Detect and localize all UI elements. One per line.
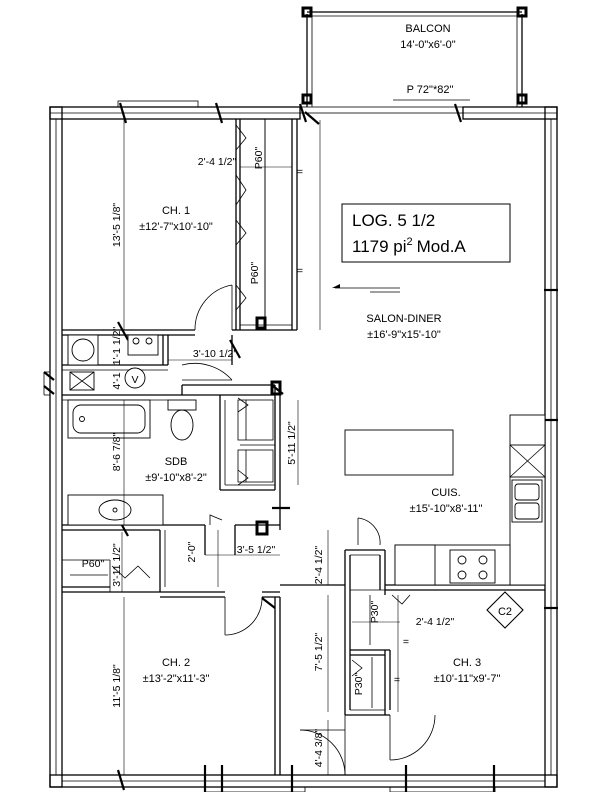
balcony-door-label: P 72"*82"	[407, 84, 454, 96]
section-tag: C2	[486, 591, 524, 629]
room-ch1-size: ±12'-7"x10'-10"	[139, 221, 213, 233]
dimension-labels: 13'-5 1/8" 2'-4 1/2" P60" P60" 3'-10 1/2…	[82, 147, 455, 768]
dim-hall-small: 2'-0"	[186, 541, 198, 562]
dim-closet3-width: 2'-4 1/2"	[416, 616, 455, 628]
dim-closet1-door-b: P60"	[249, 262, 261, 285]
room-ch3-size: ±10'-11"x9'-7"	[434, 673, 501, 685]
room-cuis-name: CUIS.	[431, 487, 460, 499]
column-1	[255, 316, 267, 330]
room-cuis-size: ±15'-10"x8'-11"	[410, 503, 483, 515]
balcony-post-se	[516, 93, 528, 105]
balcony-post-ne	[516, 6, 528, 18]
dim-corridor-width: 3'-10 1/2"	[193, 348, 238, 360]
balcony-post-nw	[301, 6, 313, 18]
direction-arrows	[332, 284, 400, 293]
room-ch2-size: ±13'-2"x11'-3"	[143, 673, 210, 685]
equal-marks: = = = =	[297, 166, 409, 686]
room-salon-size: ±16'-9"x15'-10"	[367, 329, 441, 341]
dim-ch2-closet-depth: 3'-11 1/2"	[111, 543, 123, 587]
fridge	[394, 544, 436, 586]
dim-utility-height: 4'-1	[111, 372, 123, 389]
dim-hall-width: 3'-5 1/2"	[237, 544, 276, 556]
toilet-tank	[167, 399, 197, 411]
dim-closet1-door-a: P60"	[253, 147, 265, 170]
equal-mark-top: =	[297, 166, 303, 178]
room-ch1-name: CH. 1	[162, 205, 190, 217]
equal-mark-ch3: =	[394, 674, 400, 686]
dim-ch1-depth: 13'-5 1/8"	[111, 203, 123, 248]
room-labels: CH. 1 ±12'-7"x10'-10" SALON-DINER ±16'-9…	[139, 205, 500, 685]
wall-ticks	[43, 102, 558, 792]
unit-title: LOG. 5 1/2	[352, 211, 435, 230]
dim-ch2-depth: 11'-5 1/8"	[111, 664, 123, 708]
room-ch3-name: CH. 3	[453, 657, 481, 669]
vent-letter: V	[131, 374, 138, 386]
dim-closet3-door-b: P30"	[353, 673, 365, 696]
balcony: BALCON 14'-0"x6'-0" P 72"*82"	[301, 6, 528, 107]
section-tag-label: C2	[498, 606, 512, 618]
vent-symbol	[124, 367, 146, 389]
balcony-name: BALCON	[405, 23, 450, 35]
room-ch2-name: CH. 2	[162, 657, 190, 669]
dimension-lines	[121, 119, 400, 775]
column-2	[255, 520, 269, 536]
dryer	[127, 334, 159, 356]
dim-linen-depth: 5'-11 1/2"	[286, 421, 298, 465]
dim-kitchen-gap: 2'-4 1/2"	[313, 546, 325, 585]
fixtures: V	[67, 119, 546, 708]
dim-washer-space: 1'-1 1/2"	[111, 327, 123, 366]
balcony-post-sw	[301, 93, 313, 105]
room-sdb-name: SDB	[165, 456, 188, 468]
equal-mark-middle: =	[297, 265, 303, 277]
interior-walls	[62, 119, 545, 775]
stove	[449, 549, 496, 584]
equal-mark-ch3-closet: =	[403, 636, 409, 648]
dim-ch3-closet-depth: 7'-5 1/2"	[313, 633, 325, 672]
toilet-bowl	[170, 409, 194, 441]
dim-bath-depth: 8'-6 7/8"	[111, 433, 123, 472]
room-sdb-size: ±9'-10"x8'-2"	[145, 472, 207, 484]
dim-ch2-closet-door: P60"	[82, 558, 105, 570]
dim-entry-width: 4'-4 3/8"	[313, 729, 325, 768]
balcony-size: 14'-0"x6'-0"	[400, 39, 456, 51]
dim-closet1-width: 2'-4 1/2"	[198, 156, 237, 168]
room-salon-name: SALON-DINER	[366, 313, 441, 325]
doors	[111, 124, 436, 776]
dim-closet3-door-a: P30"	[369, 601, 381, 624]
kitchen-island	[344, 429, 454, 476]
